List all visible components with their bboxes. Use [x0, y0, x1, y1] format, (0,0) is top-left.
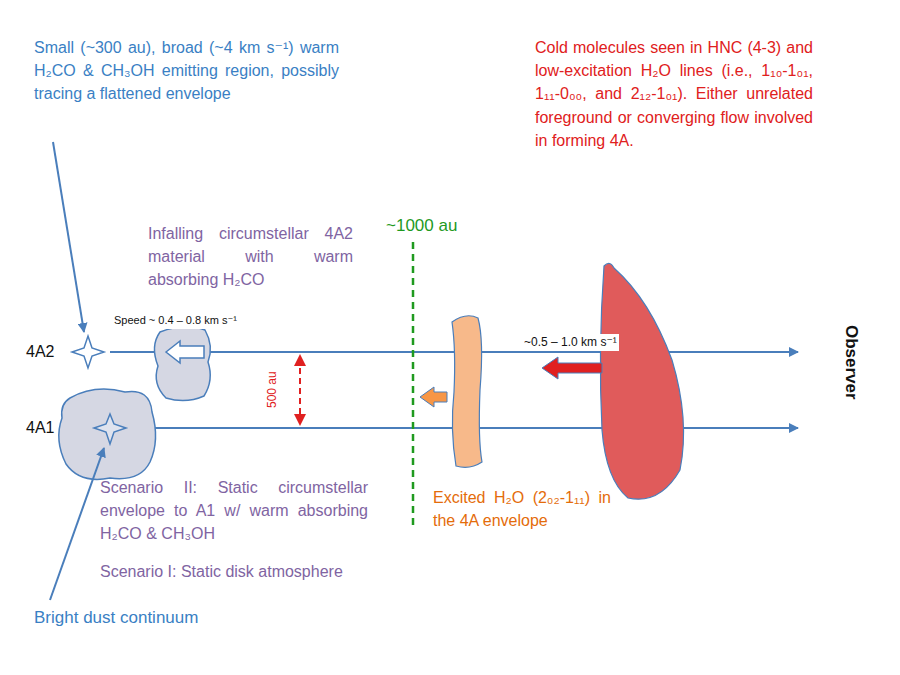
star-4a2: [72, 336, 104, 368]
envelope-blob: [59, 389, 156, 479]
annotation-text: Cold molecules seen in HNC (4-3) and low…: [535, 36, 813, 152]
leader-arrow: [53, 142, 84, 332]
annotation-text: Scenario I: Static disk atmosphere: [100, 560, 343, 583]
scale-head: [294, 414, 306, 426]
annotation-text: ~0.5 – 1.0 km s⁻¹: [522, 334, 619, 351]
annotation-text: ~1000 au: [386, 214, 457, 239]
annotation-text: Excited H₂O (2₀₂-1₁₁) in the 4A envelope: [433, 486, 611, 532]
annotation-text: 500 au: [263, 372, 280, 409]
annotation-text: Bright dust continuum: [34, 606, 198, 631]
distance-line: [412, 242, 415, 526]
star-4a1: [94, 414, 126, 444]
annotation-text: Observer: [838, 325, 863, 400]
flow-arrow: [542, 357, 602, 379]
flow-arrow: [420, 387, 447, 407]
scale-bar: [299, 358, 301, 422]
infall-blob: [154, 326, 210, 400]
leader-arrow: [50, 448, 104, 600]
annotation-text: 4A1: [26, 416, 54, 439]
excited-slab: [452, 316, 482, 468]
cold-slab: [600, 263, 683, 499]
infall-arrow: [166, 341, 204, 363]
annotation-text: 4A2: [26, 340, 54, 363]
annotation-text: Infalling circumstellar 4A2 material wit…: [148, 222, 353, 292]
annotation-text: Speed ~ 0.4 – 0.8 km s⁻¹: [112, 313, 239, 329]
scale-head: [294, 354, 306, 366]
annotation-text: Small (~300 au), broad (~4 km s⁻¹) warm …: [34, 36, 339, 106]
annotation-text: Scenario II: Static circumstellar envelo…: [100, 476, 368, 546]
